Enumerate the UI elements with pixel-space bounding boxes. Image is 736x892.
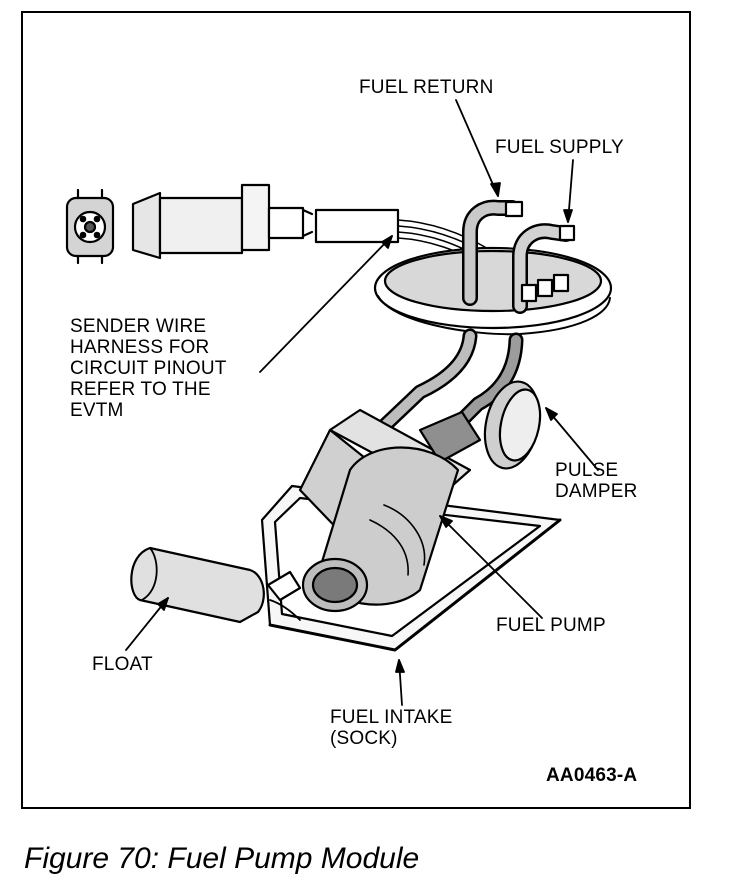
fuel-pump-body	[301, 410, 482, 613]
pulse-damper	[483, 380, 542, 470]
label-fuel-pump: FUEL PUMP	[496, 615, 606, 636]
label-sender-harness: SENDER WIRE HARNESS FOR CIRCUIT PINOUT R…	[70, 316, 227, 421]
label-pulse-damper: PULSE DAMPER	[555, 460, 638, 502]
label-fuel-intake: FUEL INTAKE (SOCK)	[330, 707, 453, 749]
figure-caption: Figure 70: Fuel Pump Module	[24, 842, 420, 875]
label-fuel-return: FUEL RETURN	[359, 77, 494, 98]
module-flange	[373, 246, 613, 336]
flange-terminals	[520, 273, 570, 303]
figure-code: AA0463-A	[546, 765, 638, 786]
figure-frame	[21, 11, 691, 809]
lower-tubes	[372, 328, 524, 442]
label-float: FLOAT	[92, 654, 153, 675]
fuel-return-tube	[462, 199, 524, 306]
label-fuel-supply: FUEL SUPPLY	[495, 137, 624, 158]
harness-connector-body	[131, 183, 400, 260]
leader-lines	[125, 99, 599, 706]
harness-connector-plug	[65, 188, 115, 265]
fuel-supply-tube	[512, 223, 576, 314]
